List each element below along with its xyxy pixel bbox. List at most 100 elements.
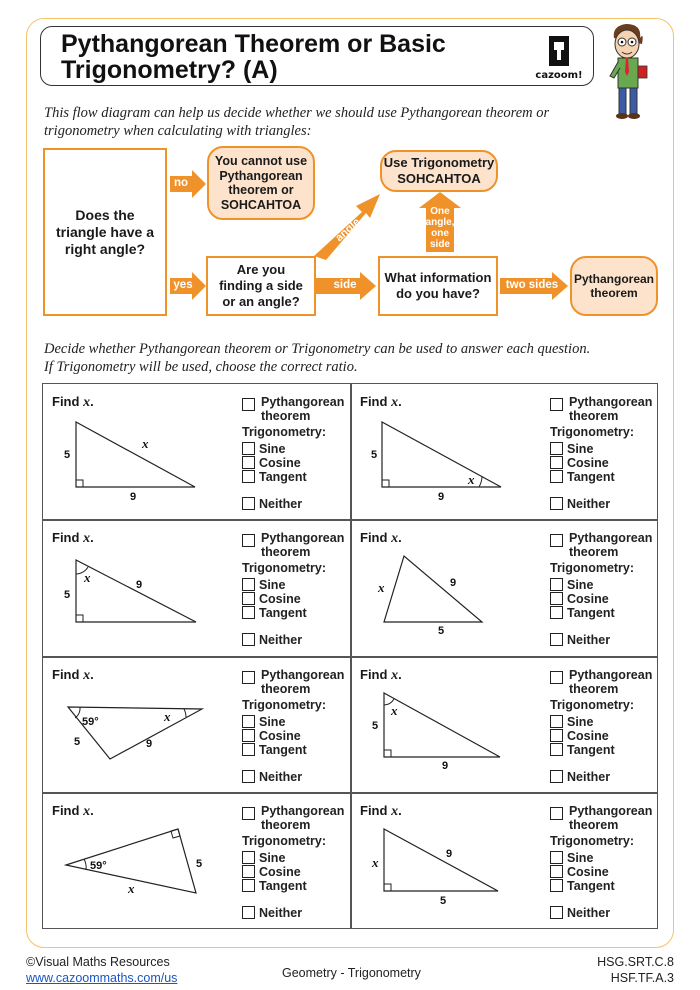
triangle-label: 9 (130, 491, 136, 503)
tangent-checkbox[interactable] (242, 743, 255, 756)
triangle-label: 9 (438, 491, 444, 503)
website-link[interactable]: www.cazoommaths.com/us (26, 971, 178, 985)
find-label: Find x. (360, 394, 402, 410)
neither-checkbox[interactable] (242, 906, 255, 919)
tangent-checkbox[interactable] (242, 879, 255, 892)
sine-checkbox[interactable] (242, 851, 255, 864)
tangent-checkbox[interactable] (550, 470, 563, 483)
pythagorean-checkbox[interactable] (550, 398, 563, 411)
triangle-label: 59° (82, 716, 99, 728)
neither-checkbox[interactable] (242, 497, 255, 510)
tangent-label: Tangent (259, 606, 307, 620)
pythagorean-checkbox[interactable] (242, 671, 255, 684)
neither-checkbox[interactable] (242, 633, 255, 646)
sine-checkbox[interactable] (242, 578, 255, 591)
cosine-checkbox[interactable] (550, 865, 563, 878)
tangent-label: Tangent (259, 470, 307, 484)
neither-checkbox[interactable] (242, 770, 255, 783)
cosine-checkbox[interactable] (550, 729, 563, 742)
tangent-label: Tangent (259, 743, 307, 757)
flow-cannot-use-box: You cannot use Pythangorean theorem or S… (207, 146, 315, 220)
pythagorean-checkbox[interactable] (242, 807, 255, 820)
tangent-label: Tangent (567, 470, 615, 484)
yes-label: yes (173, 279, 193, 291)
neither-checkbox[interactable] (550, 906, 563, 919)
pythagorean-checkbox[interactable] (242, 398, 255, 411)
pythagorean-checkbox[interactable] (550, 807, 563, 820)
instructions-text: Decide whether Pythangorean theorem or T… (44, 340, 644, 376)
one-angle-label: One angle, one side (425, 206, 455, 250)
triangle-label: 5 (440, 895, 446, 907)
tangent-checkbox[interactable] (242, 470, 255, 483)
triangle-label: 9 (446, 848, 452, 860)
cosine-label: Cosine (567, 592, 609, 606)
trigonometry-heading: Trigonometry: (550, 698, 635, 712)
triangle-figure: 5 9 x (371, 420, 502, 503)
logo-mark-icon (549, 36, 569, 66)
neither-checkbox[interactable] (550, 497, 563, 510)
cosine-label: Cosine (259, 865, 301, 879)
neither-label: Neither (567, 633, 611, 647)
sine-checkbox[interactable] (550, 715, 563, 728)
tangent-checkbox[interactable] (550, 606, 563, 619)
intro-text: This flow diagram can help us decide whe… (44, 104, 604, 140)
neither-label: Neither (567, 770, 611, 784)
cosine-checkbox[interactable] (550, 592, 563, 605)
cosine-label: Cosine (567, 865, 609, 879)
triangle-label: 5 (74, 736, 80, 748)
sine-label: Sine (259, 442, 286, 456)
flow-use-trig-box: Use Trigonometry SOHCAHTOA (380, 150, 498, 192)
cosine-label: Cosine (567, 456, 609, 470)
standard-code: HSG.SRT.C.8 (597, 955, 674, 969)
page-title: Pythangorean Theorem or Basic Trigonomet… (61, 31, 446, 83)
pythagorean-checkbox[interactable] (550, 671, 563, 684)
flow-pyth-box: Pythangorean theorem (570, 256, 658, 316)
find-label: Find x. (360, 803, 402, 819)
intro-line-1: This flow diagram can help us decide whe… (44, 105, 550, 121)
neither-label: Neither (259, 906, 303, 920)
tangent-checkbox[interactable] (550, 879, 563, 892)
sine-label: Sine (259, 715, 286, 729)
tangent-label: Tangent (567, 743, 615, 757)
cosine-checkbox[interactable] (242, 592, 255, 605)
sine-label: Sine (567, 442, 594, 456)
trigonometry-heading: Trigonometry: (242, 698, 327, 712)
tangent-checkbox[interactable] (242, 606, 255, 619)
triangle-label: 9 (450, 577, 456, 589)
cosine-checkbox[interactable] (550, 456, 563, 469)
cosine-label: Cosine (567, 729, 609, 743)
flow-info-box: What information do you have? (378, 256, 498, 316)
flow-start-box: Does the triangle have a right angle? (43, 148, 167, 316)
pythagorean-checkbox[interactable] (242, 534, 255, 547)
find-label: Find x. (360, 530, 402, 546)
tangent-label: Tangent (259, 879, 307, 893)
no-label: no (173, 177, 189, 189)
neither-checkbox[interactable] (550, 633, 563, 646)
two-sides-label: two sides (505, 279, 559, 291)
trigonometry-heading: Trigonometry: (550, 425, 635, 439)
trigonometry-heading: Trigonometry: (242, 561, 327, 575)
sine-checkbox[interactable] (550, 851, 563, 864)
neither-checkbox[interactable] (550, 770, 563, 783)
cosine-checkbox[interactable] (242, 729, 255, 742)
triangle-label: 5 (371, 449, 377, 461)
sine-checkbox[interactable] (550, 442, 563, 455)
tangent-checkbox[interactable] (550, 743, 563, 756)
triangle-label: x (371, 855, 379, 870)
sine-checkbox[interactable] (242, 442, 255, 455)
cosine-checkbox[interactable] (242, 456, 255, 469)
cosine-checkbox[interactable] (242, 865, 255, 878)
standard-code: HSF.TF.A.3 (610, 971, 674, 985)
sine-checkbox[interactable] (550, 578, 563, 591)
sine-checkbox[interactable] (242, 715, 255, 728)
pythagorean-checkbox[interactable] (550, 534, 563, 547)
flow-finding-box: Are you finding a side or an angle? (206, 256, 316, 316)
